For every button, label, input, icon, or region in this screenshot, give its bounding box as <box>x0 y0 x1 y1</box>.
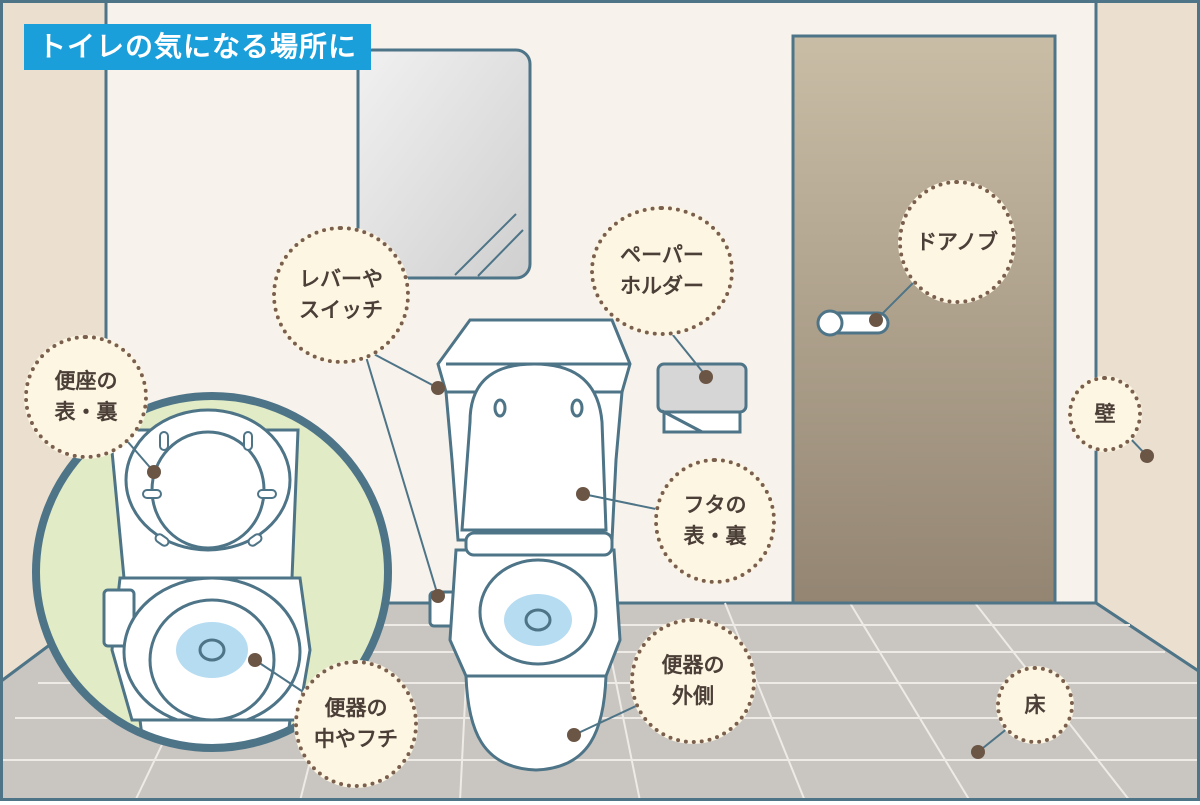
dot-wall <box>1140 449 1154 463</box>
label-lid-line-2: 表・裏 <box>683 524 747 548</box>
label-knob-line-1: ドアノブ <box>915 229 999 254</box>
label-wall-line-1: 壁 <box>1094 401 1116 426</box>
label-lever: レバーやスイッチ <box>272 226 410 364</box>
label-outside-line-2: 外側 <box>672 684 714 708</box>
closeup-inset <box>32 392 392 752</box>
label-seat-line-2: 表・裏 <box>54 400 118 424</box>
label-toilet-outside: 便器の外側 <box>630 618 756 744</box>
dot-lid <box>576 487 590 501</box>
label-floor-line-1: 床 <box>1024 692 1046 717</box>
label-seat: 便座の表・裏 <box>24 335 148 459</box>
mirror <box>356 48 532 280</box>
door <box>791 34 1057 605</box>
paper-holder <box>656 362 748 434</box>
main-toilet-water <box>504 594 572 646</box>
label-paper-line-2: ホルダー <box>620 274 704 298</box>
label-door-knob: ドアノブ <box>898 180 1016 304</box>
label-seat-line-1: 便座の <box>54 369 118 393</box>
main-toilet <box>428 318 632 772</box>
seat-bumpers <box>142 431 277 547</box>
label-paper-holder: ペーパーホルダー <box>590 206 734 336</box>
dot-knob <box>869 313 883 327</box>
dot-switch <box>431 589 445 603</box>
dot-floor <box>971 745 985 759</box>
right-side-wall <box>1094 0 1200 674</box>
page-title: トイレの気になる場所に <box>24 24 372 70</box>
label-paper-line-1: ペーパー <box>620 243 704 267</box>
label-lid: フタの表・裏 <box>654 458 776 584</box>
label-toilet-inside: 便器の中やフチ <box>294 660 418 788</box>
pointer-dots <box>147 313 1154 759</box>
label-inside-line-1: 便器の <box>324 696 388 720</box>
dot-lever <box>431 381 445 395</box>
label-lever-line-1: レバーや <box>299 267 383 291</box>
dot-seat <box>147 465 161 479</box>
label-outside-line-1: 便器の <box>661 653 725 677</box>
dot-outside <box>567 728 581 742</box>
label-lever-line-2: スイッチ <box>299 298 383 322</box>
dot-inside <box>248 653 262 667</box>
label-floor: 床 <box>996 666 1074 744</box>
closeup-water <box>176 622 248 678</box>
label-lid-line-1: フタの <box>683 493 747 517</box>
label-inside-line-2: 中やフチ <box>314 727 398 751</box>
dot-paper <box>699 370 713 384</box>
label-wall: 壁 <box>1068 376 1142 452</box>
